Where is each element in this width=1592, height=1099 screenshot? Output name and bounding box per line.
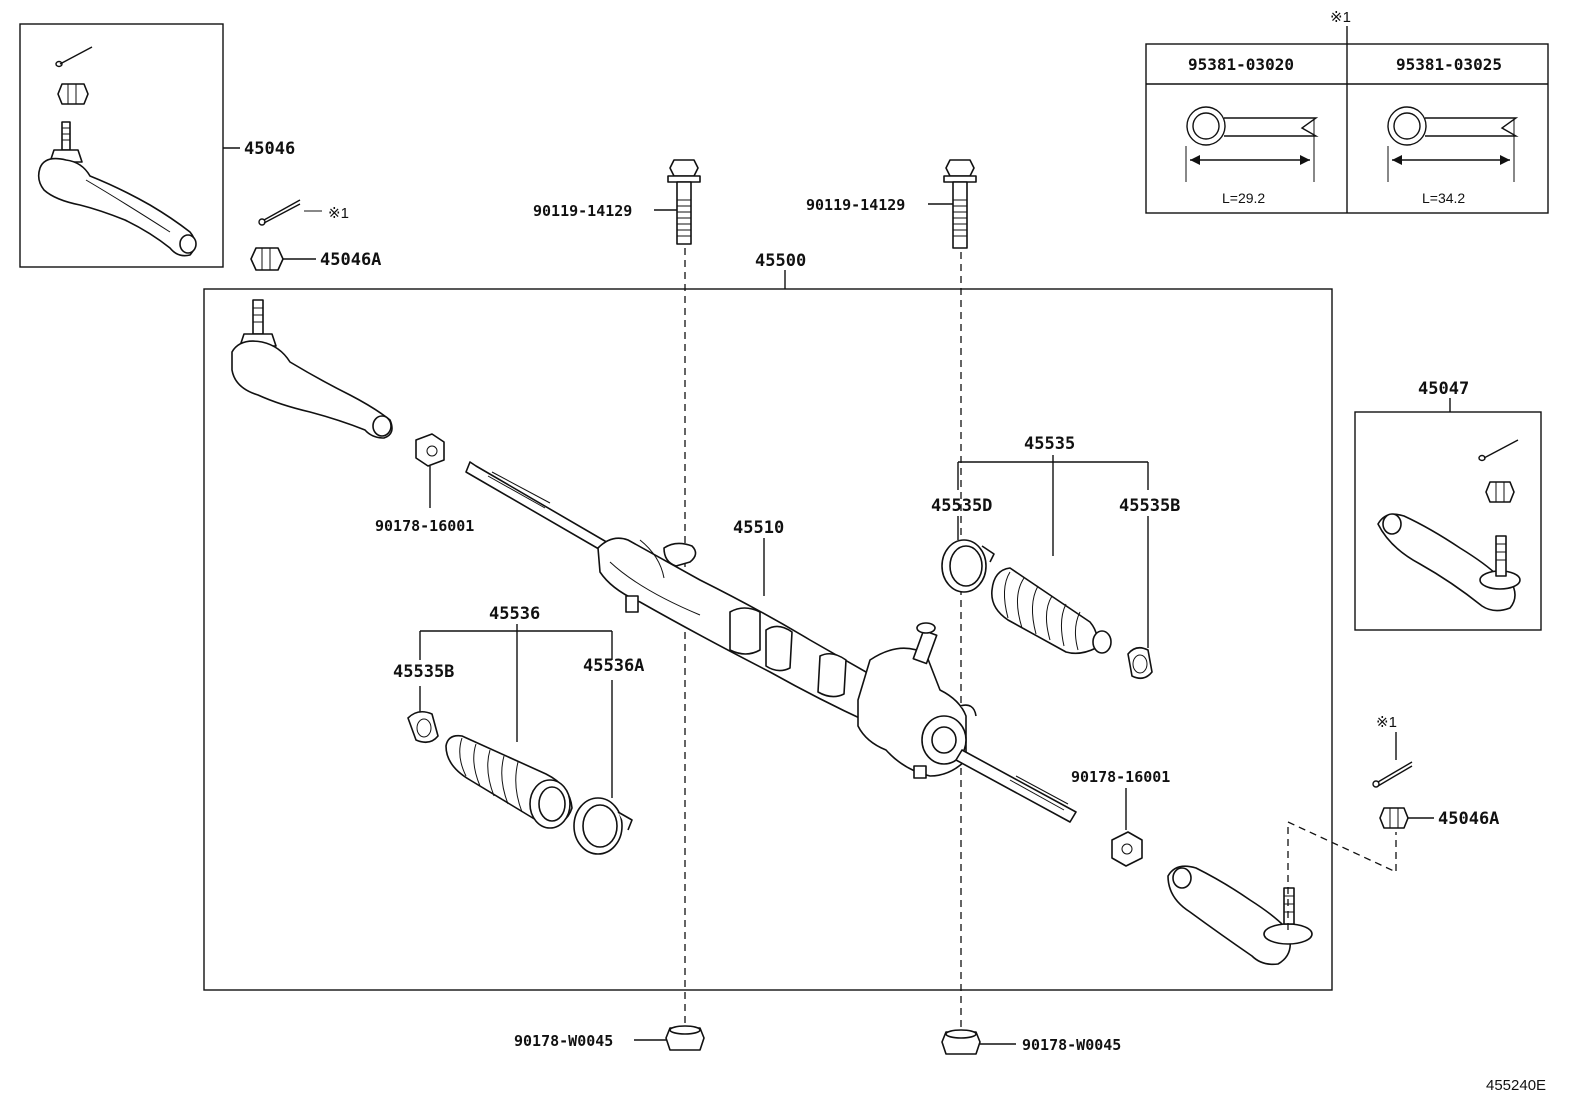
rack-assembly-box: 45500: [203, 251, 1333, 991]
loose-nut-top: 45046A: [250, 247, 381, 271]
boot-clip-icon: [1127, 646, 1153, 680]
tie-rod-end-icon: [1377, 513, 1521, 612]
part-label-lock-nut-right[interactable]: 90178-16001: [1071, 768, 1170, 786]
part-label-45535[interactable]: 45535: [1024, 434, 1075, 454]
mount-nut-left: 90178-W0045: [514, 1025, 705, 1051]
tie-rod-end-icon: [37, 121, 197, 257]
part-label-45047[interactable]: 45047: [1418, 379, 1469, 399]
part-label-mount-nut-left[interactable]: 90178-W0045: [514, 1032, 613, 1050]
loose-nut-bottom: 45046A: [1379, 807, 1499, 829]
part-label-45535B-right[interactable]: 45535B: [1119, 496, 1180, 516]
boot-clamp-icon: [573, 797, 633, 855]
inset-tie-rod-end-rh: 45047: [1354, 379, 1542, 631]
part-label-45046[interactable]: 45046: [244, 139, 295, 159]
mount-bolt-right: 90119-14129: [806, 159, 977, 249]
steering-rack-housing: 45510: [465, 461, 1077, 823]
part-label-bolt-left[interactable]: 90119-14129: [533, 202, 632, 220]
boot-clamp-icon: [941, 539, 995, 593]
part-label-45510[interactable]: 45510: [733, 518, 784, 538]
rubber-boot-icon: [991, 567, 1112, 655]
part-label-45536[interactable]: 45536: [489, 604, 540, 624]
part-label-45500[interactable]: 45500: [755, 251, 806, 271]
table-length-1: L=29.2: [1222, 190, 1265, 206]
cotter-pin-icon: [55, 46, 93, 68]
table-part-no-2[interactable]: 95381-03025: [1396, 55, 1502, 74]
part-label-45046A-top[interactable]: 45046A: [320, 250, 381, 270]
boot-kit-right: 45535 45535D 45535B: [931, 434, 1180, 680]
part-label-45536A[interactable]: 45536A: [583, 656, 644, 676]
part-label-mount-nut-right[interactable]: 90178-W0045: [1022, 1036, 1121, 1054]
lock-nut-right: 90178-16001: [1071, 768, 1170, 867]
rubber-boot-icon: [445, 734, 573, 829]
cotter-pin-mark-right: ※1: [1376, 714, 1397, 731]
loose-cotter-pin-right: ※1: [1372, 714, 1413, 788]
part-label-bolt-right[interactable]: 90119-14129: [806, 196, 905, 214]
part-label-45046A-bottom[interactable]: 45046A: [1438, 809, 1499, 829]
cotter-pin-icon: [1478, 439, 1519, 462]
diagram-reference-code: 455240E: [1486, 1077, 1546, 1094]
tie-rod-end-inner-right: [1167, 865, 1313, 966]
loose-cotter-pin-top: ※1: [258, 199, 349, 226]
castle-nut-icon: [57, 83, 89, 105]
table-mark: ※1: [1330, 9, 1351, 26]
lock-nut-left: 90178-16001: [375, 433, 474, 535]
tie-rod-end-inner-left: [231, 299, 393, 439]
part-label-45535B-left[interactable]: 45535B: [393, 662, 454, 682]
cotter-pin-icon: [1185, 106, 1319, 182]
boot-kit-left: 45536 45535B 45536A: [393, 604, 644, 855]
alignment-line-nut: [1287, 820, 1397, 930]
mount-nut-right: 90178-W0045: [941, 1029, 1121, 1055]
table-length-2: L=34.2: [1422, 190, 1465, 206]
part-label-lock-nut-left[interactable]: 90178-16001: [375, 517, 474, 535]
cotter-pin-spec-table: ※1 95381-03020 95381-03025 L=29.2: [1145, 9, 1549, 214]
cotter-pin-icon: [1387, 106, 1519, 182]
part-label-45535D[interactable]: 45535D: [931, 496, 992, 516]
castle-nut-icon: [1485, 481, 1515, 503]
boot-clip-icon: [407, 710, 439, 744]
inset-tie-rod-end-lh: 45046: [19, 23, 295, 268]
cotter-pin-mark-top: ※1: [328, 205, 349, 222]
table-part-no-1[interactable]: 95381-03020: [1188, 55, 1294, 74]
mount-bolt-left: 90119-14129: [533, 159, 701, 245]
